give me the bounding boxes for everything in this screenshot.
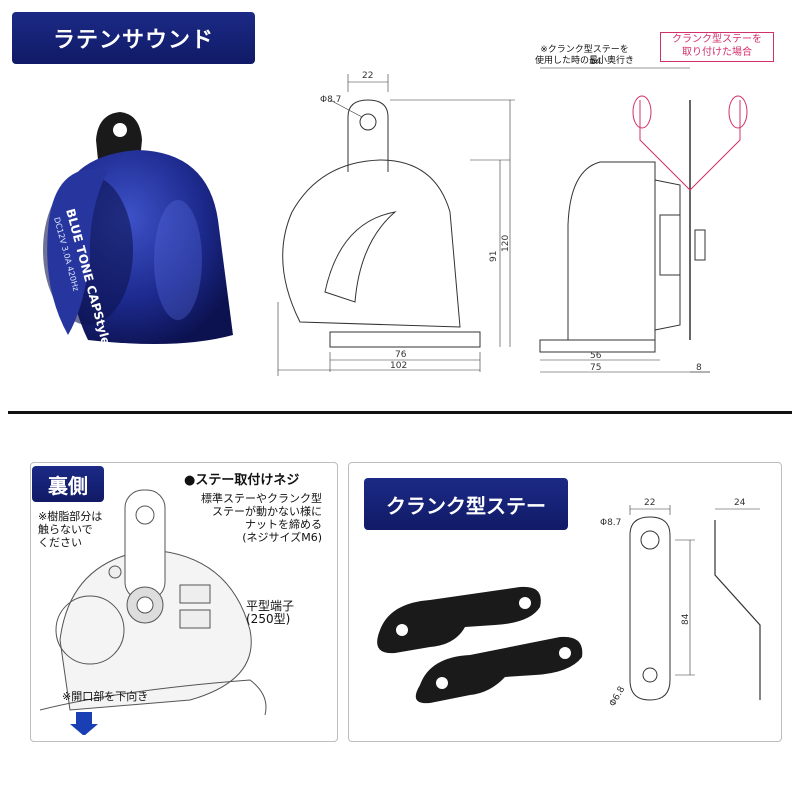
dim-hole: Φ8.7 (320, 95, 341, 105)
section-divider (8, 411, 792, 414)
note-screw: 標準ステーやクランク型 ステーが動かない様に ナットを締める (ネジサイズM6) (201, 492, 322, 544)
dim-stay-top-hole: Φ8.7 (600, 518, 621, 528)
dim-tab-width: 22 (362, 71, 373, 81)
note-crank-attached: クランク型ステーを 取り付けた場合 (660, 32, 774, 62)
dim-stay-bottom-hole: Φ6.8 (608, 685, 627, 709)
dim-stay-width: 8 (696, 363, 702, 373)
back-tag: 裏側 (32, 466, 104, 502)
dim-side-total: 75 (590, 363, 601, 373)
title-text: ラテンサウンド (52, 28, 214, 53)
front-drawing: Φ8.7 22 91 120 76 102 (277, 71, 515, 376)
note-opening: ※開口部を下向き (62, 690, 149, 703)
heading-screw: ●ステー取付けネジ (184, 473, 300, 488)
dim-total-height: 120 (501, 235, 511, 252)
horn-photo: BLUE TONE CAPStyle DC12V 3.0A 420Hz (43, 112, 233, 347)
dim-inner-height: 91 (489, 251, 499, 262)
arrow-down-icon (70, 712, 98, 735)
crank-stay-photo (377, 586, 583, 704)
dim-base-width: 56 (590, 351, 602, 361)
note-resin: ※樹脂部分は 触らないで ください (38, 510, 103, 549)
crank-tag-text: クランク型ステー (386, 493, 546, 518)
dim-stay-offset: 24 (734, 498, 746, 508)
side-drawing: 54 56 75 8 (539, 57, 748, 373)
dim-stay-length: 84 (681, 613, 691, 625)
dim-min-depth: 54 (590, 57, 602, 67)
back-tag-text: 裏側 (48, 473, 88, 498)
dim-total-width: 102 (390, 361, 407, 371)
note-min-depth: ※クランク型ステーを 使用した時の最小奥行き (535, 45, 635, 66)
dim-body-width: 76 (395, 350, 407, 360)
title-banner: ラテンサウンド (12, 12, 255, 64)
note-terminal: 平型端子 (250型) (246, 599, 295, 626)
crank-tag: クランク型ステー (364, 478, 568, 530)
crank-stay-drawing: 22 Φ8.7 84 Φ6.8 24 (600, 498, 761, 709)
back-drawing (40, 489, 267, 735)
dim-stay-width: 22 (644, 498, 655, 508)
